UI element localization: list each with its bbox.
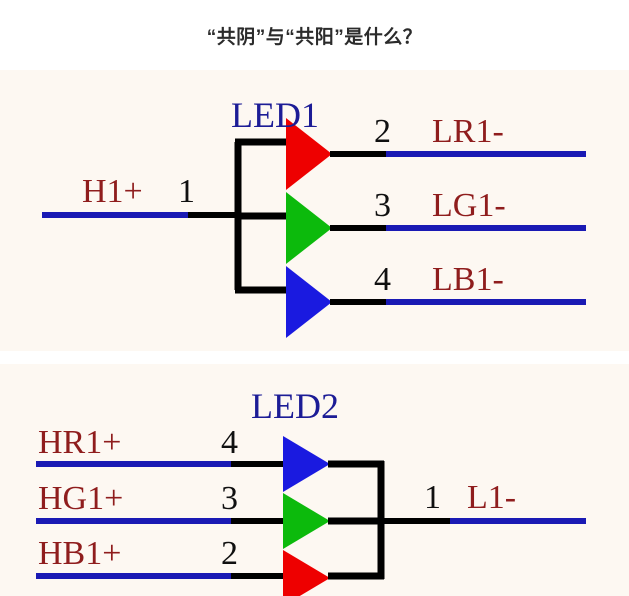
led1-net-label-blue: LB1-: [432, 261, 504, 298]
led2-common-net-label: L1-: [467, 479, 517, 516]
led1-common-pin-number: 1: [178, 173, 195, 210]
figure-panel-led2: LED2 HR1+ HG1+ HB1+ 4 3 2 1 L1-: [0, 364, 629, 596]
green-led-segment-led2: [283, 493, 330, 549]
led1-pin-number-green: 3: [374, 187, 391, 224]
led2-pin-number-blue: 4: [221, 424, 238, 461]
red-led-segment-led2: [283, 550, 330, 596]
led1-net-label-red: LR1-: [432, 113, 504, 150]
page-title-bar: “共阴”与“共阳”是什么？: [0, 0, 629, 70]
led1-pin-number-red: 2: [374, 113, 391, 150]
red-led-segment-led1: [286, 118, 332, 190]
blue-led-segment-led2: [283, 436, 330, 492]
led1-net-label-green: LG1-: [432, 187, 506, 224]
blue-led-segment-led1: [286, 266, 332, 338]
led2-reference-label: LED2: [251, 386, 339, 426]
led1-reference-label: LED1: [231, 95, 319, 135]
led2-net-label-green: HG1+: [38, 480, 124, 517]
led2-schematic: [36, 436, 586, 596]
led1-common-net-label: H1+: [82, 173, 143, 210]
green-led-segment-led1: [286, 192, 332, 264]
figure-panel-led1: LED1 H1+ 1 2 3 4 LR1- LG1- LB1-: [0, 70, 629, 351]
led2-net-label-blue: HR1+: [38, 424, 122, 461]
led2-pin-number-red: 2: [221, 535, 238, 572]
page-title: “共阴”与“共阳”是什么？: [206, 26, 423, 48]
led2-pin-number-green: 3: [221, 480, 238, 517]
led2-common-pin-number: 1: [424, 479, 441, 516]
led1-schematic: [42, 118, 586, 338]
led1-pin-number-blue: 4: [374, 261, 391, 298]
led2-net-label-red: HB1+: [38, 535, 122, 572]
